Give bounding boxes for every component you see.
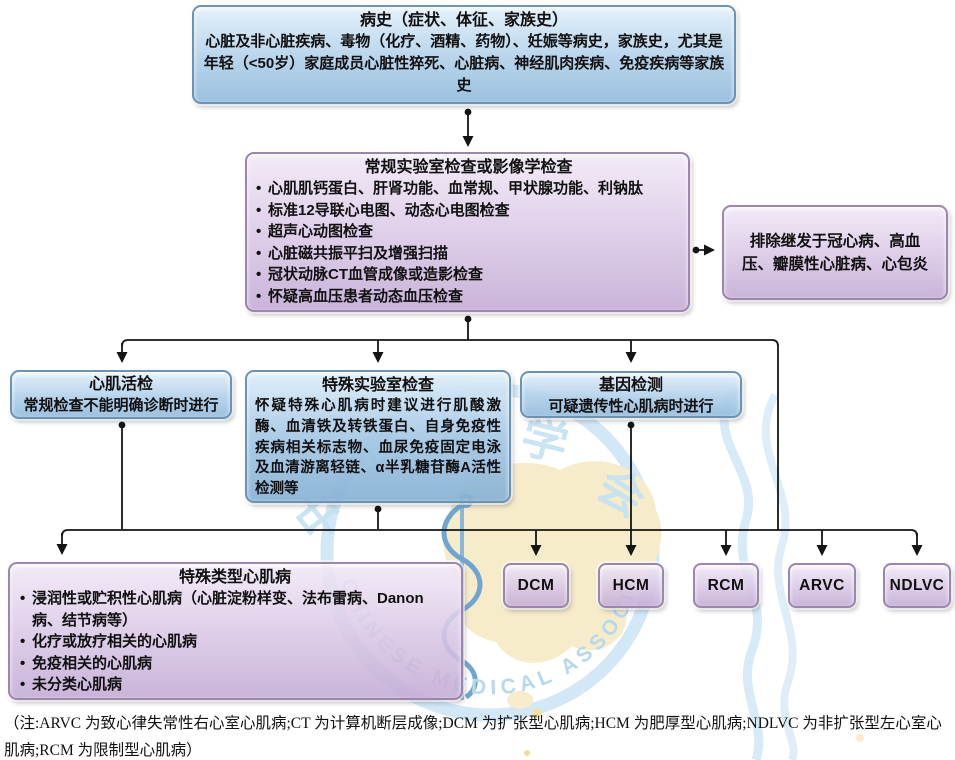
routine-tests-title: 常规实验室检查或影像学检查 xyxy=(364,159,573,176)
outcome-box-arvc: ARVC xyxy=(788,563,856,608)
watermark-char: 会 xyxy=(588,458,655,526)
list-item: 超声心动图检查 xyxy=(255,221,682,243)
routine-tests-list: 心肌肌钙蛋白、肝肾功能、血常规、甲状腺功能、利钠肽 标准12导联心电图、动态心电… xyxy=(255,178,682,307)
special-type-title: 特殊类型心肌病 xyxy=(178,569,291,586)
list-item: 未分类心肌病 xyxy=(19,674,451,696)
watermark-china-map xyxy=(507,691,533,709)
history-body: 心脏及非心脏疾病、毒物（化疗、酒精、药物）、妊娠等病史，家族史，尤其是年轻（<5… xyxy=(203,33,725,94)
list-item: 浸润性或贮积性心肌病（心脏淀粉样变、法布雷病、Danon病、结节病等） xyxy=(19,588,451,631)
biopsy-title: 心肌活检 xyxy=(88,376,153,393)
routine-tests-box: 常规实验室检查或影像学检查 心肌肌钙蛋白、肝肾功能、血常规、甲状腺功能、利钠肽 … xyxy=(245,152,690,312)
history-box: 病史（症状、体征、家族史） 心脏及非心脏疾病、毒物（化疗、酒精、药物）、妊娠等病… xyxy=(192,5,736,104)
list-item: 免疫相关的心肌病 xyxy=(19,653,451,675)
special-type-cardiomyopathy-box: 特殊类型心肌病 浸润性或贮积性心肌病（心脏淀粉样变、法布雷病、Danon病、结节… xyxy=(8,562,463,700)
special-lab-tests-box: 特殊实验室检查 怀疑特殊心肌病时建议进行肌酸激酶、血清铁及转铁蛋白、自身免疫性疾… xyxy=(245,370,511,503)
biopsy-body: 常规检查不能明确诊断时进行 xyxy=(23,397,219,414)
list-item: 心肌肌钙蛋白、肝肾功能、血常规、甲状腺功能、利钠肽 xyxy=(255,178,682,200)
myocardial-biopsy-box: 心肌活检 常规检查不能明确诊断时进行 xyxy=(10,370,232,419)
outcome-box-rcm: RCM xyxy=(693,563,759,608)
connector-line xyxy=(61,529,918,537)
list-item: 标准12导联心电图、动态心电图检查 xyxy=(255,200,682,222)
genetic-title: 基因检测 xyxy=(598,377,663,394)
abbreviation-note: （注:ARVC 为致心律失常性右心室心肌病;CT 为计算机断层成像;DCM 为扩… xyxy=(4,715,942,759)
genetic-testing-box: 基因检测 可疑遗传性心肌病时进行 xyxy=(520,371,742,418)
outcome-box-ndlvc: NDLVC xyxy=(883,563,951,608)
list-item: 心脏磁共振平扫及增强扫描 xyxy=(255,243,682,265)
genetic-body: 可疑遗传性心肌病时进行 xyxy=(548,398,714,415)
exclude-secondary-causes-box: 排除继发于冠心病、高血压、瓣膜性心脏病、心包炎 xyxy=(722,205,948,300)
list-item: 化疗或放疗相关的心肌病 xyxy=(19,631,451,653)
outcome-box-hcm: HCM xyxy=(598,563,664,608)
watermark-char: 学 xyxy=(516,410,573,472)
list-item: 冠状动脉CT血管成像或造影检查 xyxy=(255,264,682,286)
exclude-text: 排除继发于冠心病、高血压、瓣膜性心脏病、心包炎 xyxy=(741,232,928,273)
history-title: 病史（症状、体征、家族史） xyxy=(359,12,568,29)
outcome-box-dcm: DCM xyxy=(503,563,569,608)
list-item: 怀疑高血压患者动态血压检查 xyxy=(255,286,682,308)
special-lab-body: 怀疑特殊心肌病时建议进行肌酸激酶、血清铁及转铁蛋白、自身免疫性疾病相关标志物、血… xyxy=(255,398,501,498)
special-type-list: 浸润性或贮积性心肌病（心脏淀粉样变、法布雷病、Danon病、结节病等） 化疗或放… xyxy=(19,588,451,696)
special-lab-title: 特殊实验室检查 xyxy=(321,377,434,394)
